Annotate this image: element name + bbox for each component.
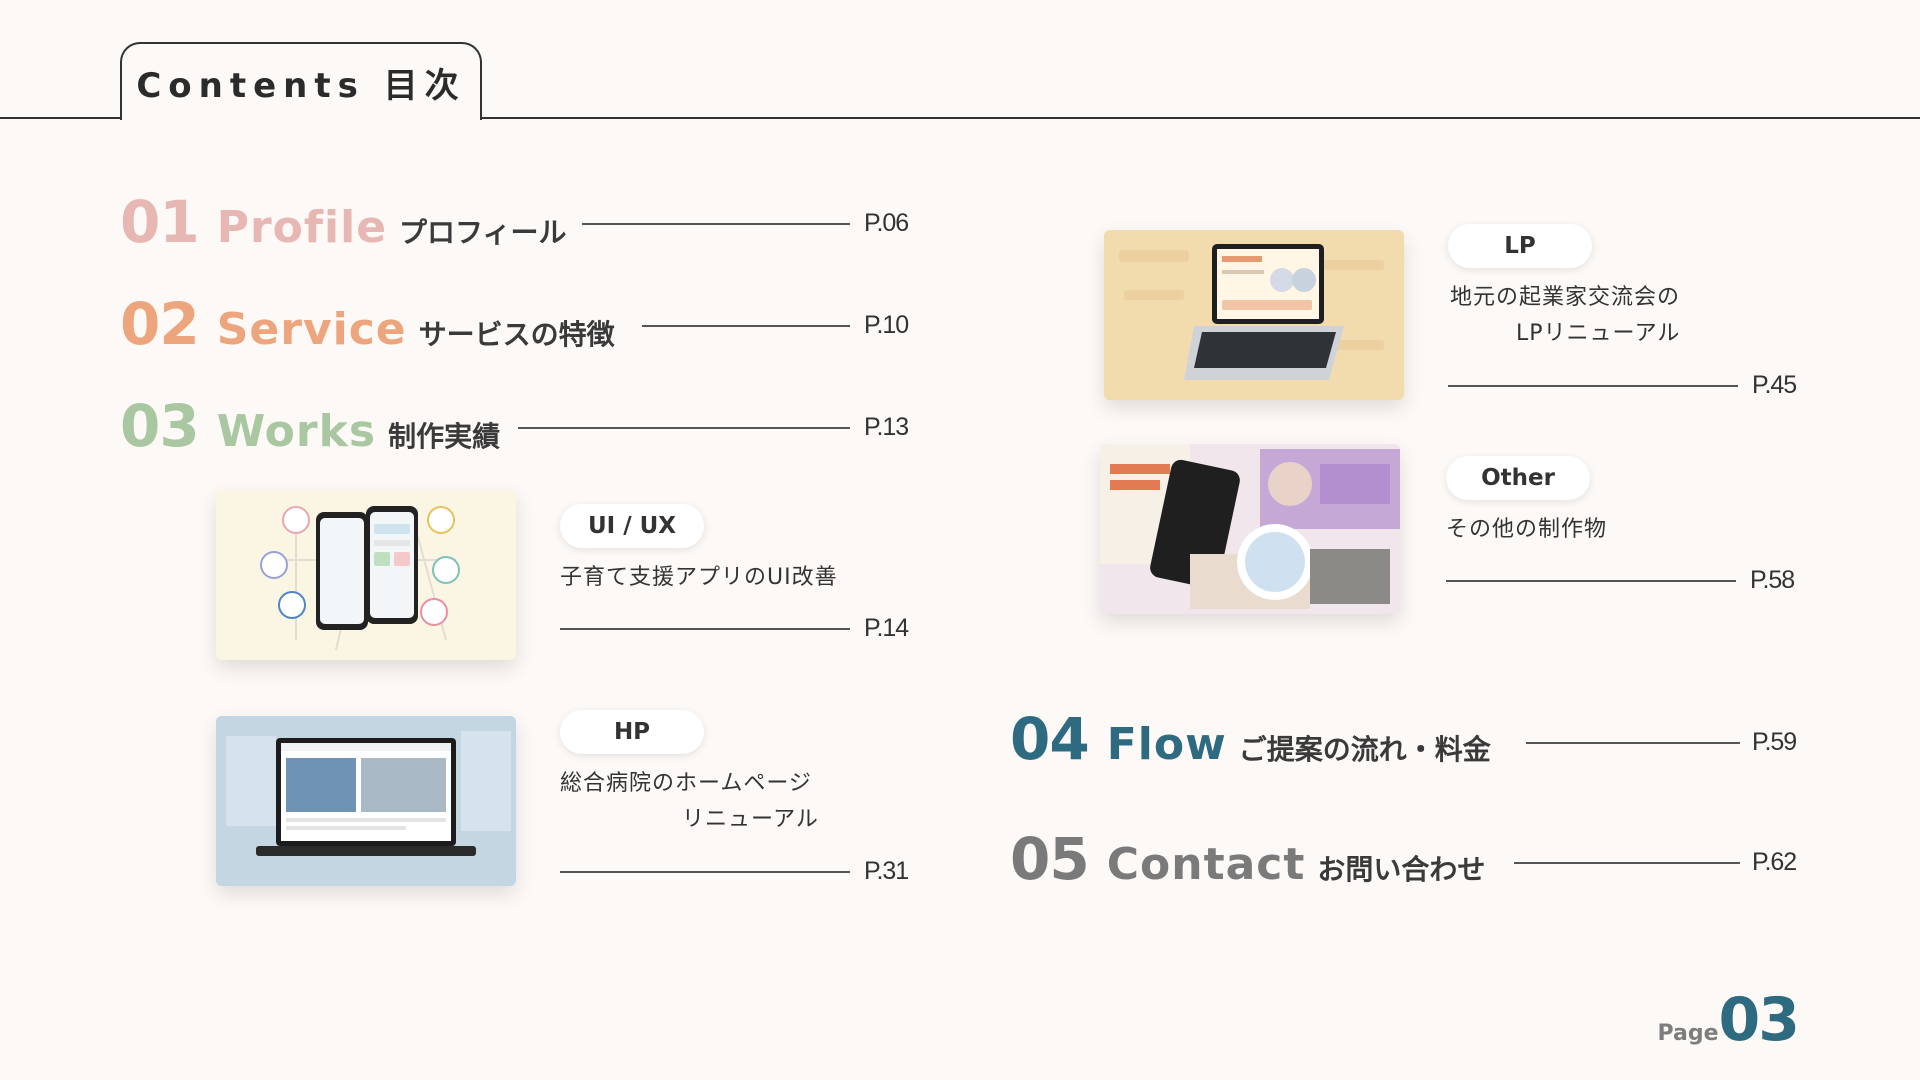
- work-description: その他の制作物: [1446, 512, 1607, 548]
- work-description-line: その他の制作物: [1446, 517, 1608, 542]
- work-description: 子育て支援アプリのUI改善: [560, 560, 838, 596]
- section-title-en: Profile: [216, 202, 388, 253]
- leader-line: [582, 223, 850, 225]
- section-flow[interactable]: 04 Flow ご提案の流れ・料金: [1010, 705, 1491, 773]
- section-title-en: Works: [216, 406, 377, 457]
- page-reference: P.58: [1750, 566, 1795, 594]
- section-title-en: Flow: [1106, 719, 1227, 770]
- leader-line: [1526, 742, 1740, 744]
- section-number: 05: [1010, 825, 1090, 893]
- section-number: 02: [120, 290, 200, 358]
- section-number: 03: [120, 392, 200, 460]
- tag-other: Other: [1446, 456, 1590, 500]
- leader-line: [642, 325, 850, 327]
- page-number-value: 03: [1718, 985, 1800, 1055]
- work-description-line: 総合病院のホームページ: [560, 771, 812, 796]
- page-label: Page: [1657, 1021, 1719, 1046]
- laptop-lp-image: [1104, 230, 1404, 400]
- section-title-jp: ご提案の流れ・料金: [1238, 733, 1491, 766]
- section-title-jp: 制作実績: [388, 420, 501, 453]
- work-description-line: 子育て支援アプリのUI改善: [560, 565, 838, 590]
- section-title-jp: お問い合わせ: [1317, 853, 1486, 886]
- page-reference: P.59: [1752, 728, 1797, 756]
- phone-mockup-image: [216, 490, 516, 660]
- page-reference: P.06: [864, 209, 909, 237]
- leader-line: [1514, 862, 1740, 864]
- tag-ui-ux: UI / UX: [560, 504, 704, 548]
- page-reference: P.31: [864, 857, 909, 885]
- section-works[interactable]: 03 Works 制作実績: [120, 392, 500, 460]
- page-number: Page 03: [1657, 985, 1800, 1055]
- page-reference: P.10: [864, 311, 909, 339]
- work-thumbnail-other[interactable]: [1100, 444, 1400, 614]
- section-title-jp: サービスの特徴: [418, 318, 615, 351]
- work-description-line: LPリニューアル: [1516, 321, 1681, 346]
- section-service[interactable]: 02 Service サービスの特徴: [120, 290, 615, 358]
- work-description: 総合病院のホームページ リニューアル: [560, 766, 819, 838]
- section-title-jp: プロフィール: [399, 216, 567, 249]
- section-number: 01: [120, 188, 200, 256]
- leader-line: [518, 427, 850, 429]
- section-contact[interactable]: 05 Contact お問い合わせ: [1010, 825, 1485, 893]
- work-thumbnail-hospital[interactable]: [216, 716, 516, 886]
- section-title-en: Service: [216, 304, 407, 355]
- tag-hp: HP: [560, 710, 704, 754]
- work-description: 地元の起業家交流会の LPリニューアル: [1450, 280, 1680, 352]
- section-number: 04: [1010, 705, 1090, 773]
- page-reference: P.14: [864, 614, 909, 642]
- leader-line: [560, 871, 850, 873]
- leader-line: [560, 628, 850, 630]
- header-rule: [0, 117, 1920, 119]
- page-title: Contents 目次: [136, 65, 466, 106]
- section-profile[interactable]: 01 Profile プロフィール: [120, 188, 567, 256]
- work-description-line: 地元の起業家交流会の: [1450, 285, 1681, 310]
- leader-line: [1446, 580, 1736, 582]
- page-reference: P.45: [1752, 371, 1797, 399]
- page-reference: P.62: [1752, 848, 1797, 876]
- work-thumbnail-app[interactable]: [216, 490, 516, 660]
- section-title-en: Contact: [1106, 839, 1306, 890]
- page-reference: P.13: [864, 413, 909, 441]
- work-thumbnail-lp[interactable]: [1104, 230, 1404, 400]
- work-description-line: リニューアル: [682, 807, 819, 832]
- laptop-mockup-image: [216, 716, 516, 886]
- header-tab: Contents 目次: [120, 42, 482, 120]
- tag-lp: LP: [1448, 224, 1592, 268]
- collage-image: [1100, 444, 1400, 614]
- leader-line: [1448, 385, 1738, 387]
